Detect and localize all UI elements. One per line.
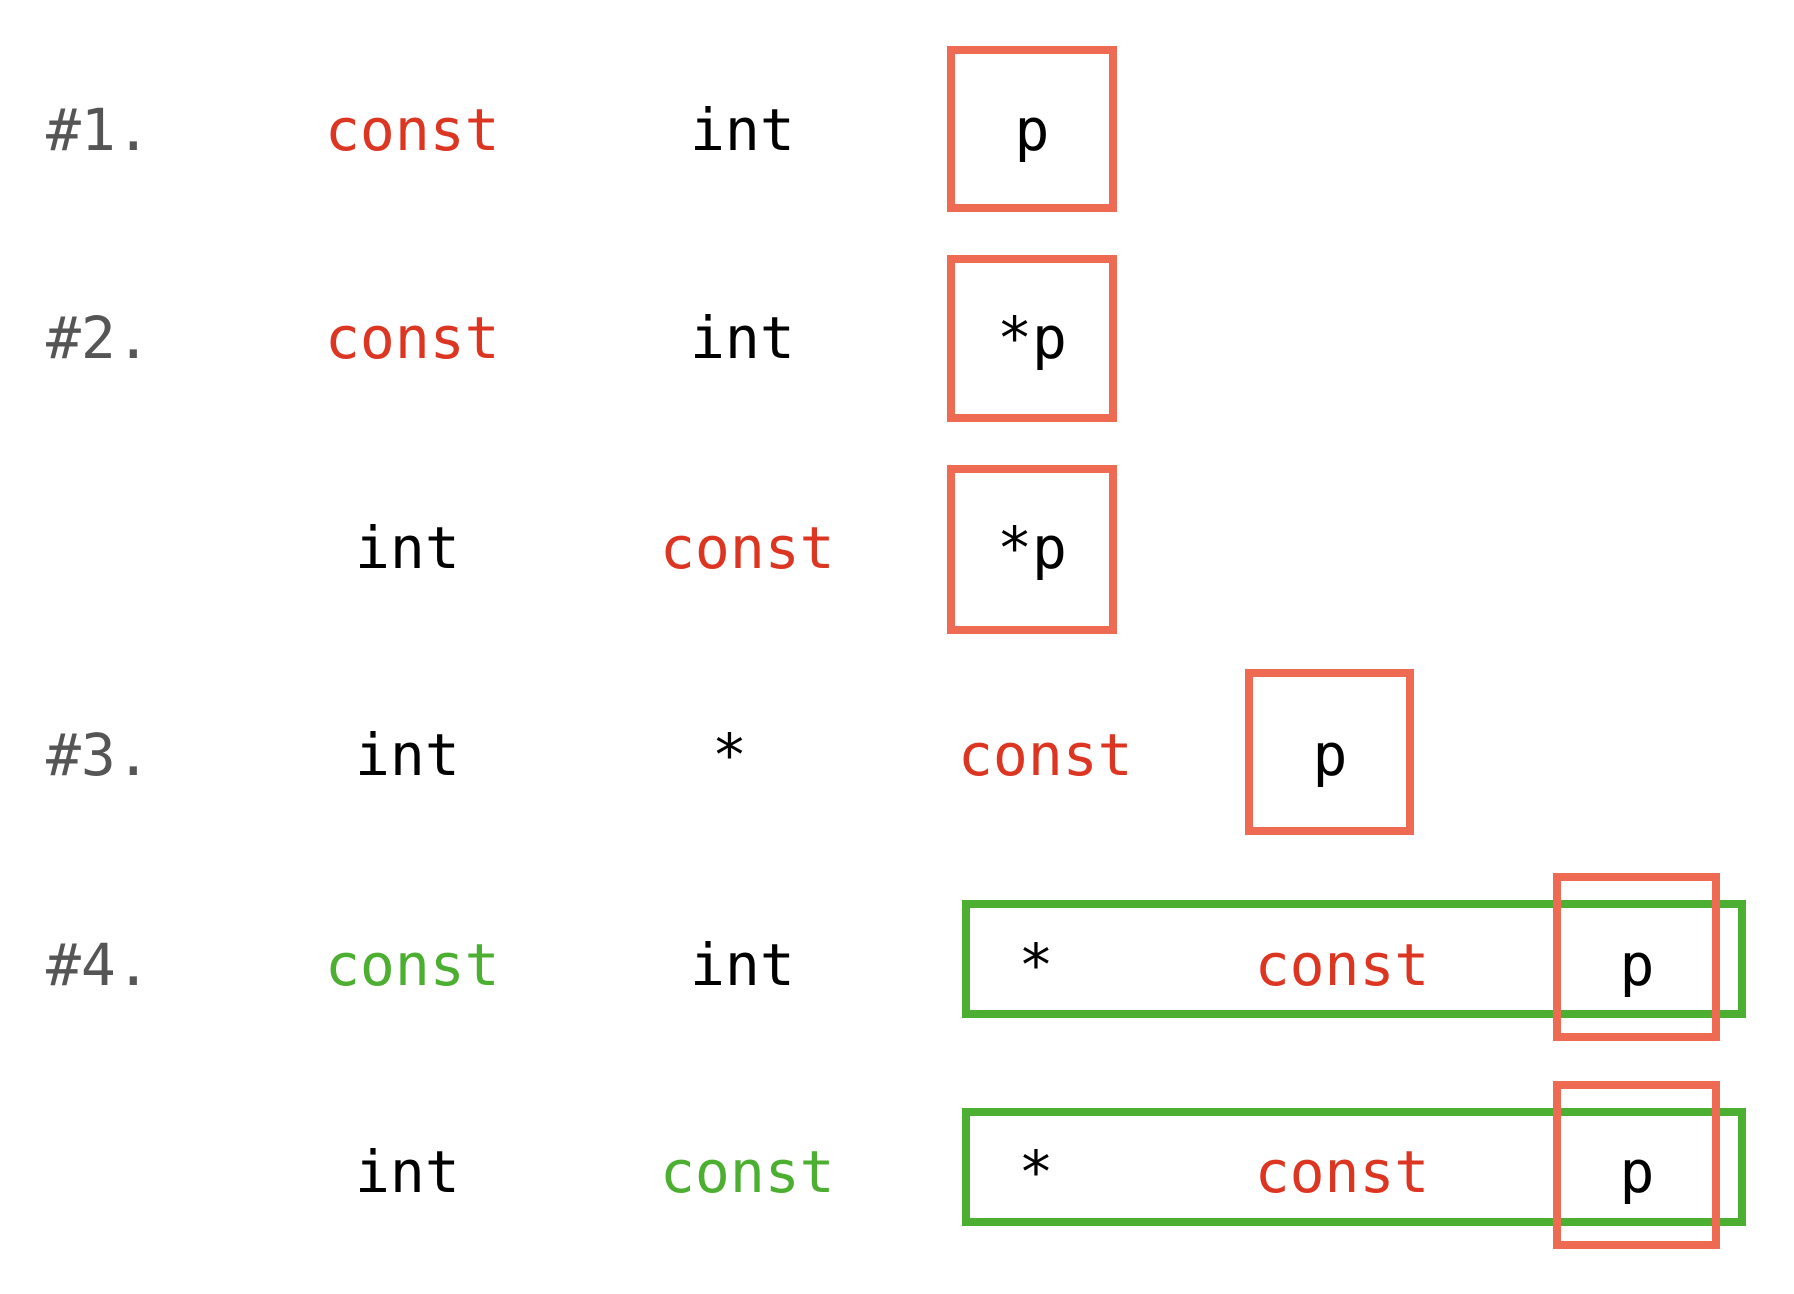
- token-int-3: int: [355, 721, 460, 789]
- token-int-2: int: [690, 304, 795, 372]
- token-int-1: int: [690, 96, 795, 164]
- token-const-4: const: [325, 931, 500, 999]
- highlight-box-red-3: [1245, 669, 1414, 835]
- box-content-4b: p: [1619, 1138, 1655, 1206]
- row-label-3: #3.: [46, 721, 151, 789]
- box-content-2b: *p: [997, 514, 1067, 582]
- box-content-4: p: [1619, 931, 1655, 999]
- row-label-1: #1.: [46, 96, 151, 164]
- token-int-4: int: [690, 931, 795, 999]
- highlight-box-red-1: [947, 46, 1117, 212]
- token-int-2b: int: [355, 514, 460, 582]
- group-token-const-4b: const: [1254, 1138, 1430, 1206]
- highlight-box-red-4b: [1553, 1081, 1720, 1249]
- token-star-3: *: [712, 721, 747, 789]
- highlight-box-red-4: [1553, 873, 1720, 1041]
- highlight-box-red-2: [947, 255, 1117, 422]
- token-const-2b: const: [660, 514, 835, 582]
- token-const-4b: const: [660, 1138, 835, 1206]
- group-token-star-4b: *: [1018, 1138, 1054, 1206]
- row-label-2: #2.: [46, 304, 151, 372]
- token-const-3: const: [958, 721, 1133, 789]
- box-content-2: *p: [997, 304, 1067, 372]
- token-int-4b: int: [355, 1138, 460, 1206]
- box-content-3: p: [1312, 721, 1348, 789]
- highlight-box-green-4b: [962, 1108, 1746, 1226]
- box-content-1: p: [1014, 96, 1050, 164]
- row-label-4: #4.: [46, 931, 151, 999]
- highlight-box-green-4: [962, 900, 1746, 1018]
- token-const-1: const: [325, 96, 500, 164]
- group-token-star-4: *: [1018, 931, 1054, 999]
- highlight-box-red-2b: [947, 465, 1117, 634]
- group-token-const-4: const: [1254, 931, 1430, 999]
- token-const-2: const: [325, 304, 500, 372]
